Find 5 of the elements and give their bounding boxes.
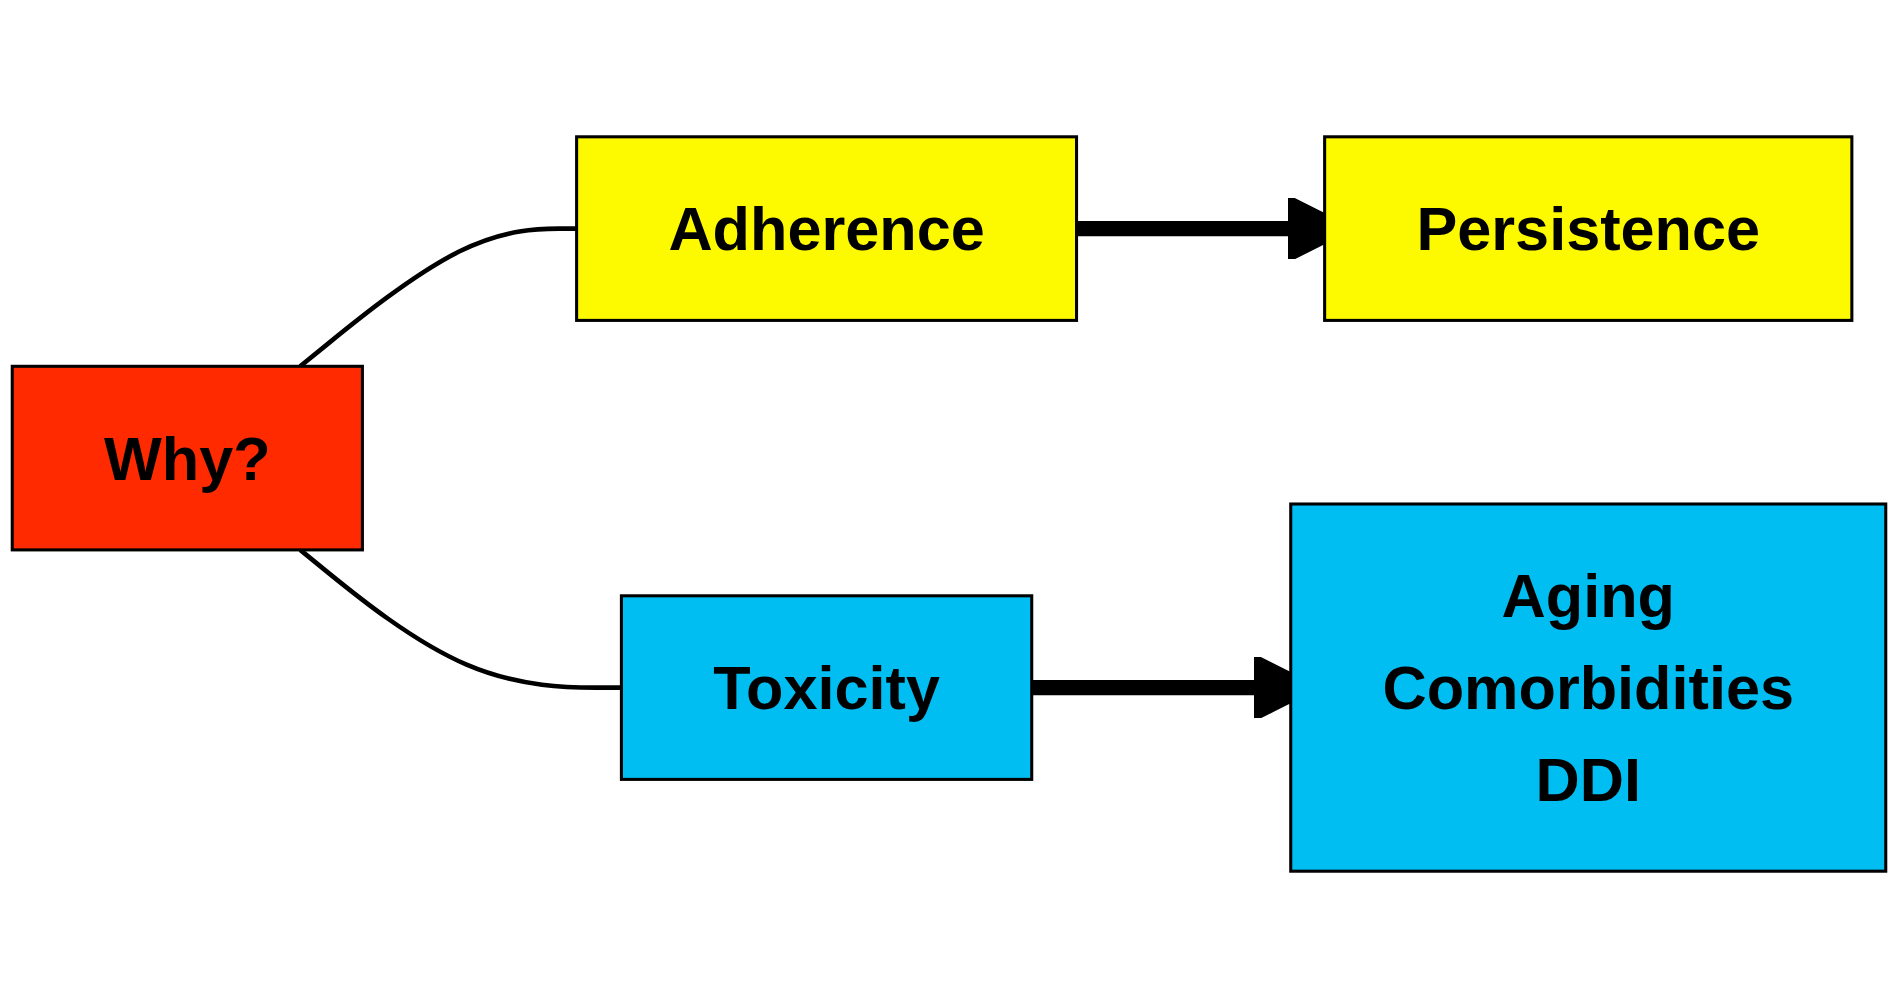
node-box: Aging Comorbidities DDI: [1289, 502, 1888, 873]
node-box: Why?: [10, 364, 364, 552]
node-box: Toxicity: [619, 594, 1034, 781]
node-box: Persistence: [1323, 135, 1854, 322]
node-box: Adherence: [575, 135, 1079, 322]
